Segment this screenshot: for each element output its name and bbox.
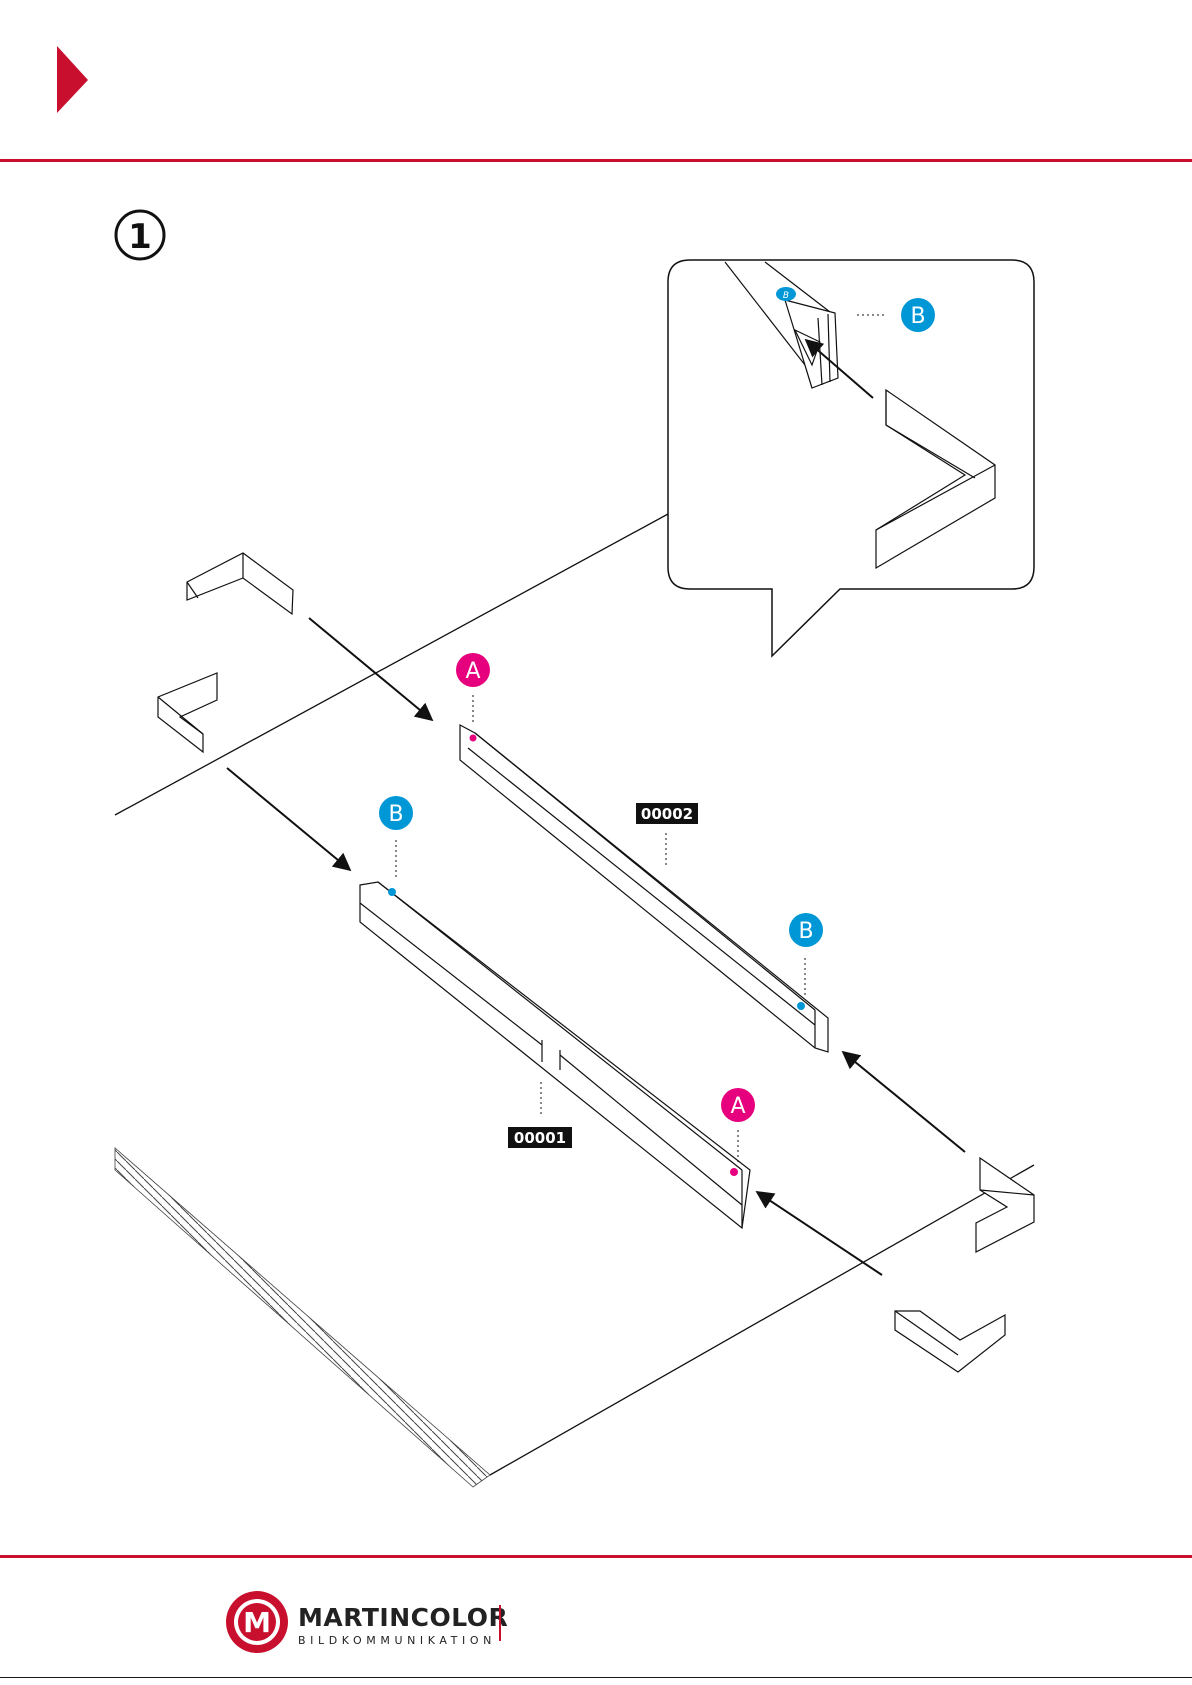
step-number-badge: 1 [116, 211, 164, 259]
brand-name: MARTINCOLOR [298, 1603, 508, 1632]
m-circle-logo-icon: M [222, 1587, 292, 1657]
marker-dot-b-lower [388, 888, 396, 896]
callout-badge-b-lower: B [379, 796, 413, 830]
brand-subtitle: BILDKOMMUNIKATION [298, 1634, 496, 1647]
marker-dot-b-upper [797, 1002, 805, 1010]
part-label-00002: 00002 [636, 803, 698, 824]
corner-connector-bottom [895, 1311, 1005, 1372]
part-label-00001: 00001 [508, 1127, 572, 1148]
svg-text:B: B [798, 919, 813, 944]
brand-divider [499, 1605, 501, 1641]
panel-edge-hatch [115, 1148, 490, 1487]
corner-connector-top-left [187, 553, 293, 614]
svg-text:B: B [910, 304, 925, 329]
svg-text:B: B [388, 802, 403, 827]
step-number: 1 [128, 217, 152, 257]
svg-text:00002: 00002 [641, 805, 693, 823]
svg-text:A: A [465, 659, 480, 684]
assembly-illustration: 1 B [0, 0, 1192, 1530]
assembly-arrows [227, 618, 965, 1275]
corner-connector-left [158, 673, 217, 752]
callout-badge-b-upper: B [789, 913, 823, 947]
callout-badge-a-lower: A [721, 1088, 755, 1122]
callout-badge-a-upper: A [456, 653, 490, 687]
svg-text:A: A [730, 1094, 745, 1119]
svg-text:00001: 00001 [514, 1129, 566, 1147]
detail-callout-bubble: B [668, 260, 1034, 656]
callout-badge-b-detail: B [901, 298, 935, 332]
footer-bottom-rule [0, 1677, 1192, 1678]
svg-text:M: M [243, 1606, 271, 1639]
marker-dot-a-upper [470, 735, 477, 742]
corner-connector-right [976, 1158, 1034, 1252]
svg-text:B: B [783, 291, 789, 301]
marker-dot-a-lower [730, 1168, 738, 1176]
footer-divider [0, 1555, 1192, 1558]
